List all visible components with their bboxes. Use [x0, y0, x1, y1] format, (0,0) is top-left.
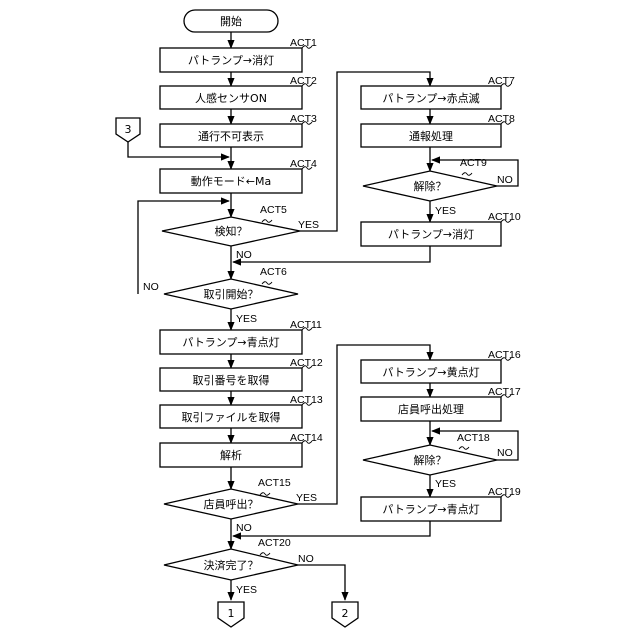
act13-tag: ACT13	[290, 394, 323, 406]
act7-text: パトランプ→赤点滅	[382, 92, 479, 105]
act6-no-label: NO	[143, 281, 159, 293]
act17-tag: ACT17	[488, 386, 521, 398]
act8-text: 通報処理	[409, 130, 453, 143]
act1-box: パトランプ→消灯	[160, 48, 302, 72]
act1-text: パトランプ→消灯	[188, 53, 274, 67]
act11-tag: ACT11	[290, 319, 322, 331]
act18-no-label: NO	[497, 447, 513, 459]
act20-decision: 決済完了？	[164, 549, 298, 580]
act13-text: 取引ファイルを取得	[182, 410, 281, 424]
connector-3: 3	[116, 118, 140, 142]
connector-2-label: 2	[342, 607, 349, 620]
act5-tag: ACT5	[260, 204, 287, 216]
act17-box: 店員呼出処理	[361, 397, 501, 421]
act6-text: 取引開始？	[204, 287, 259, 301]
act5-yes-label: YES	[298, 219, 319, 231]
act5-text: 検知？	[215, 224, 248, 238]
act6-yes-label: YES	[236, 313, 257, 325]
act6-decision: 取引開始？	[164, 279, 298, 309]
act-tags: ACT1 ACT2 ACT3 ACT4 ACT5 ACT6 ACT7 ACT8 …	[258, 37, 521, 555]
act18-yes-label: YES	[435, 478, 456, 490]
act20-no-label: NO	[298, 553, 314, 565]
act4-tag: ACT4	[290, 158, 317, 170]
act5-no-label: NO	[236, 249, 252, 261]
act15-yes-label: YES	[296, 492, 317, 504]
act15-text: 店員呼出？	[204, 497, 259, 511]
act9-text: 解除？	[414, 179, 447, 193]
act19-tag: ACT19	[488, 486, 521, 498]
act12-text: 取引番号を取得	[193, 373, 270, 387]
act17-text: 店員呼出処理	[398, 402, 464, 416]
connector-1-label: 1	[228, 607, 235, 620]
act9-yes-label: YES	[435, 205, 456, 217]
act13-box: 取引ファイルを取得	[160, 405, 302, 428]
act10-box: パトランプ→消灯	[361, 222, 501, 246]
act18-text: 解除？	[414, 453, 447, 467]
act10-text: パトランプ→消灯	[388, 227, 474, 241]
act19-text: パトランプ→青点灯	[382, 503, 479, 516]
act15-decision: 店員呼出？	[164, 489, 298, 519]
act14-text: 解析	[220, 448, 242, 462]
connector-1: 1	[218, 602, 244, 627]
act20-yes-label: YES	[236, 584, 257, 596]
act15-no-label: NO	[236, 522, 252, 534]
act4-text: 動作モード←Ma	[191, 174, 271, 188]
act18-decision: 解除？	[363, 445, 497, 475]
act7-box: パトランプ→赤点滅	[361, 86, 501, 109]
act4-box: 動作モード←Ma	[160, 169, 302, 193]
act5-decision: 検知？	[162, 217, 300, 246]
act14-box: 解析	[160, 443, 302, 467]
act15-tag: ACT15	[258, 477, 291, 489]
act3-text: 通行不可表示	[198, 129, 264, 143]
act18-tag: ACT18	[457, 432, 490, 444]
act2-tag: ACT2	[290, 75, 317, 87]
act10-tag: ACT10	[488, 211, 521, 223]
act2-box: 人感センサON	[160, 86, 302, 109]
act11-box: パトランプ→青点灯	[160, 330, 302, 354]
connector-3-label: 3	[125, 123, 132, 136]
act2-text: 人感センサON	[195, 92, 267, 105]
act16-box: パトランプ→黄点灯	[361, 360, 501, 383]
act3-box: 通行不可表示	[160, 124, 302, 147]
act19-box: パトランプ→青点灯	[361, 497, 501, 521]
act20-text: 決済完了？	[204, 558, 259, 572]
start-terminal: 開始	[184, 10, 278, 32]
act20-tag: ACT20	[258, 537, 291, 549]
connector-2: 2	[332, 602, 358, 627]
act11-text: パトランプ→青点灯	[182, 336, 279, 349]
act16-tag: ACT16	[488, 349, 521, 361]
act14-tag: ACT14	[290, 432, 323, 444]
act9-decision: 解除？	[363, 171, 497, 201]
act9-tag: ACT9	[460, 157, 487, 169]
act6-tag: ACT6	[260, 266, 287, 278]
act12-tag: ACT12	[290, 357, 323, 369]
act3-tag: ACT3	[290, 113, 317, 125]
act12-box: 取引番号を取得	[160, 368, 302, 391]
act1-tag: ACT1	[290, 37, 317, 49]
act8-box: 通報処理	[361, 124, 501, 147]
act9-no-label: NO	[497, 174, 513, 186]
start-label: 開始	[220, 14, 242, 28]
act16-text: パトランプ→黄点灯	[382, 365, 479, 379]
